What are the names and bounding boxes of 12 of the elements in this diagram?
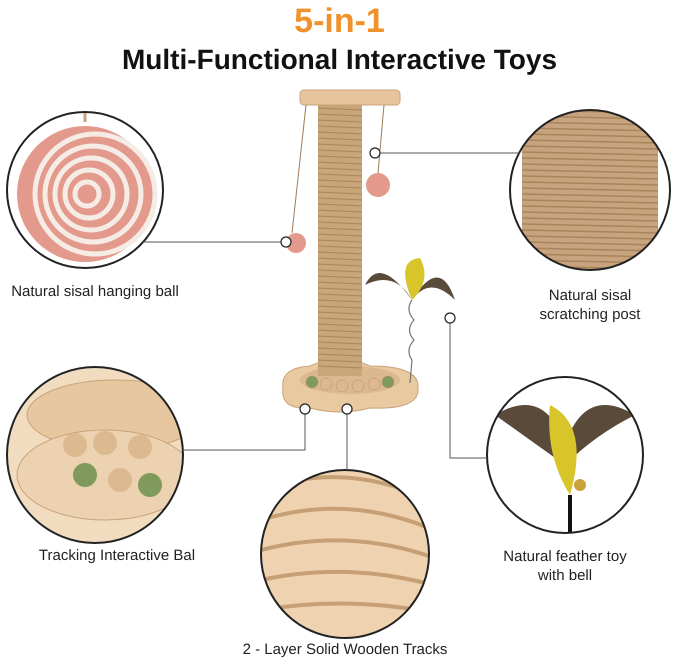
leader-line — [369, 147, 520, 159]
callout-label: 2 - Layer Solid Wooden Tracks — [242, 640, 448, 659]
callout-label: Natural sisal hanging ball — [10, 282, 180, 301]
title: 5-in-1 — [293, 2, 386, 41]
leader-line — [182, 403, 311, 450]
subtitle: Multi-Functional Interactive Toys — [120, 44, 558, 76]
leader-line — [142, 236, 292, 248]
callout-label: Natural sisal scratching post — [538, 286, 642, 324]
callout-label: Natural feather toy with bell — [502, 547, 628, 585]
callout-label: Tracking Interactive Bal — [38, 546, 196, 565]
leader-line — [444, 312, 488, 458]
leader-line — [341, 403, 353, 471]
